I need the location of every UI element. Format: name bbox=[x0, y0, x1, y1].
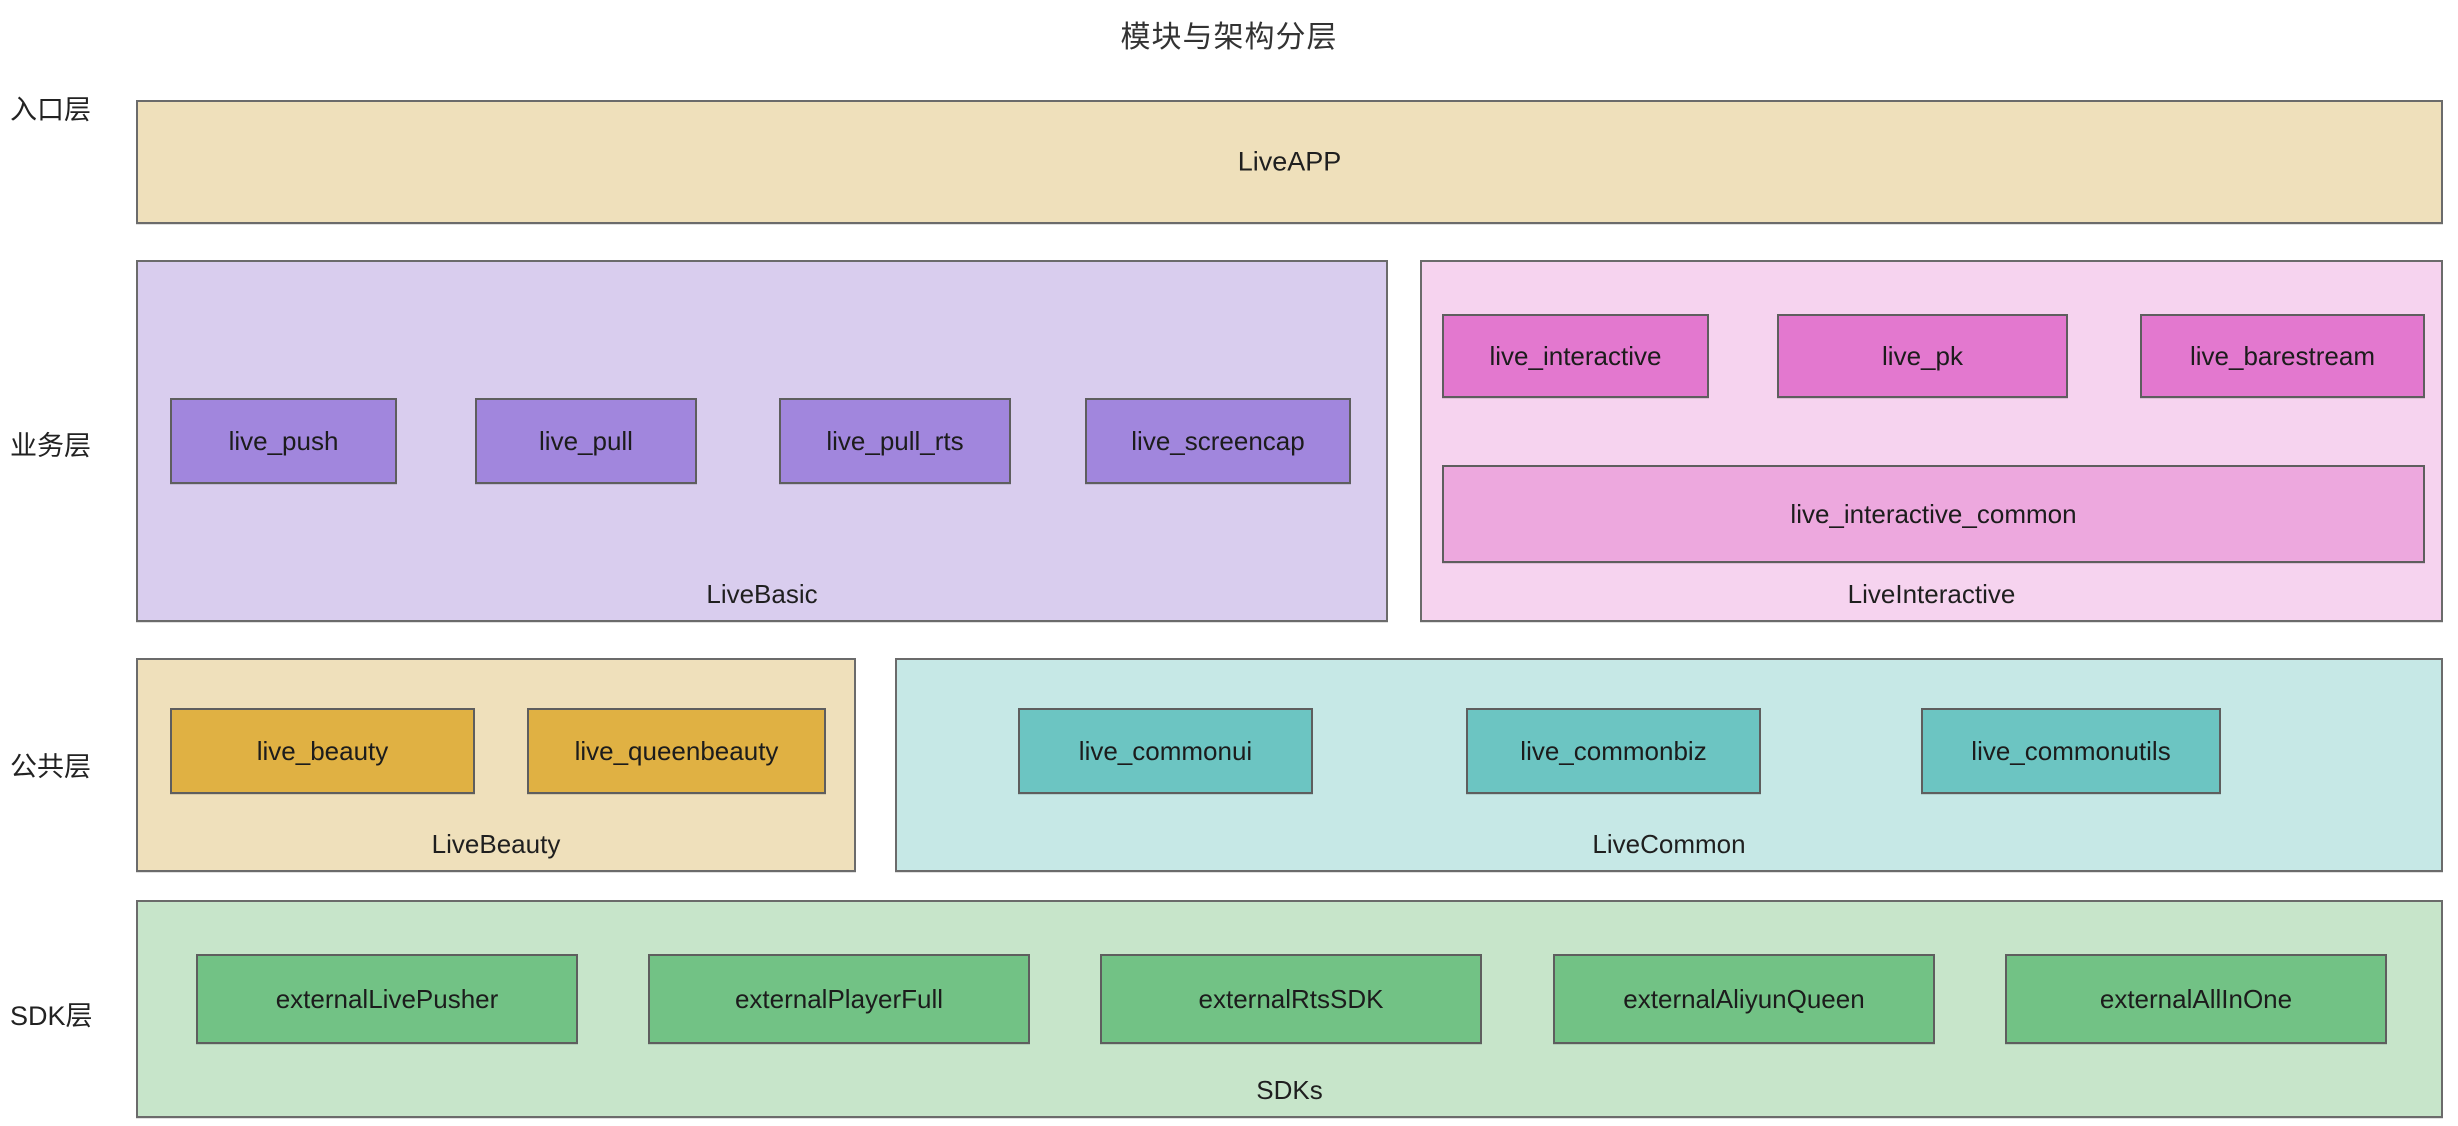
page-title: 模块与架构分层 bbox=[1120, 21, 1338, 54]
group-livebasic-caption: LiveBasic bbox=[706, 579, 818, 609]
group-livebasic[interactable]: live_push live_pull live_pull_rts live_s… bbox=[136, 260, 1388, 622]
module-live-pull-rts[interactable]: live_pull_rts bbox=[779, 398, 1011, 484]
group-sdks[interactable]: externalLivePusher externalPlayerFull ex… bbox=[136, 900, 2443, 1118]
module-live-commonbiz[interactable]: live_commonbiz bbox=[1466, 708, 1761, 794]
module-live-push[interactable]: live_push bbox=[170, 398, 397, 484]
group-livebeauty[interactable]: live_beauty live_queenbeauty LiveBeauty bbox=[136, 658, 856, 872]
module-live-interactive-common[interactable]: live_interactive_common bbox=[1442, 465, 2425, 563]
layer-label-business: 业务层 bbox=[10, 431, 91, 461]
module-external-player-full[interactable]: externalPlayerFull bbox=[648, 954, 1030, 1044]
group-liveapp[interactable]: LiveAPP bbox=[136, 100, 2443, 224]
group-liveapp-label: LiveAPP bbox=[1237, 146, 1342, 177]
module-live-commonutils[interactable]: live_commonutils bbox=[1921, 708, 2221, 794]
module-live-pk[interactable]: live_pk bbox=[1777, 314, 2068, 398]
module-live-barestream[interactable]: live_barestream bbox=[2140, 314, 2425, 398]
module-external-aliyun-queen[interactable]: externalAliyunQueen bbox=[1553, 954, 1935, 1044]
module-external-live-pusher[interactable]: externalLivePusher bbox=[196, 954, 578, 1044]
group-sdks-caption: SDKs bbox=[1256, 1075, 1323, 1105]
module-live-interactive[interactable]: live_interactive bbox=[1442, 314, 1709, 398]
layer-label-public: 公共层 bbox=[10, 752, 91, 782]
module-live-beauty[interactable]: live_beauty bbox=[170, 708, 475, 794]
group-liveinteractive[interactable]: live_interactive live_pk live_barestream… bbox=[1420, 260, 2443, 622]
layer-label-entry: 入口层 bbox=[10, 95, 91, 125]
group-livecommon-caption: LiveCommon bbox=[1592, 829, 1746, 859]
group-livebeauty-caption: LiveBeauty bbox=[431, 829, 561, 859]
module-live-commonui[interactable]: live_commonui bbox=[1018, 708, 1313, 794]
module-live-screencap[interactable]: live_screencap bbox=[1085, 398, 1351, 484]
group-liveinteractive-caption: LiveInteractive bbox=[1847, 579, 2016, 609]
module-live-pull[interactable]: live_pull bbox=[475, 398, 697, 484]
group-livecommon[interactable]: live_commonui live_commonbiz live_common… bbox=[895, 658, 2443, 872]
module-external-all-in-one[interactable]: externalAllInOne bbox=[2005, 954, 2387, 1044]
module-live-queenbeauty[interactable]: live_queenbeauty bbox=[527, 708, 826, 794]
layer-label-sdk: SDK层 bbox=[10, 1001, 93, 1031]
module-external-rts-sdk[interactable]: externalRtsSDK bbox=[1100, 954, 1482, 1044]
